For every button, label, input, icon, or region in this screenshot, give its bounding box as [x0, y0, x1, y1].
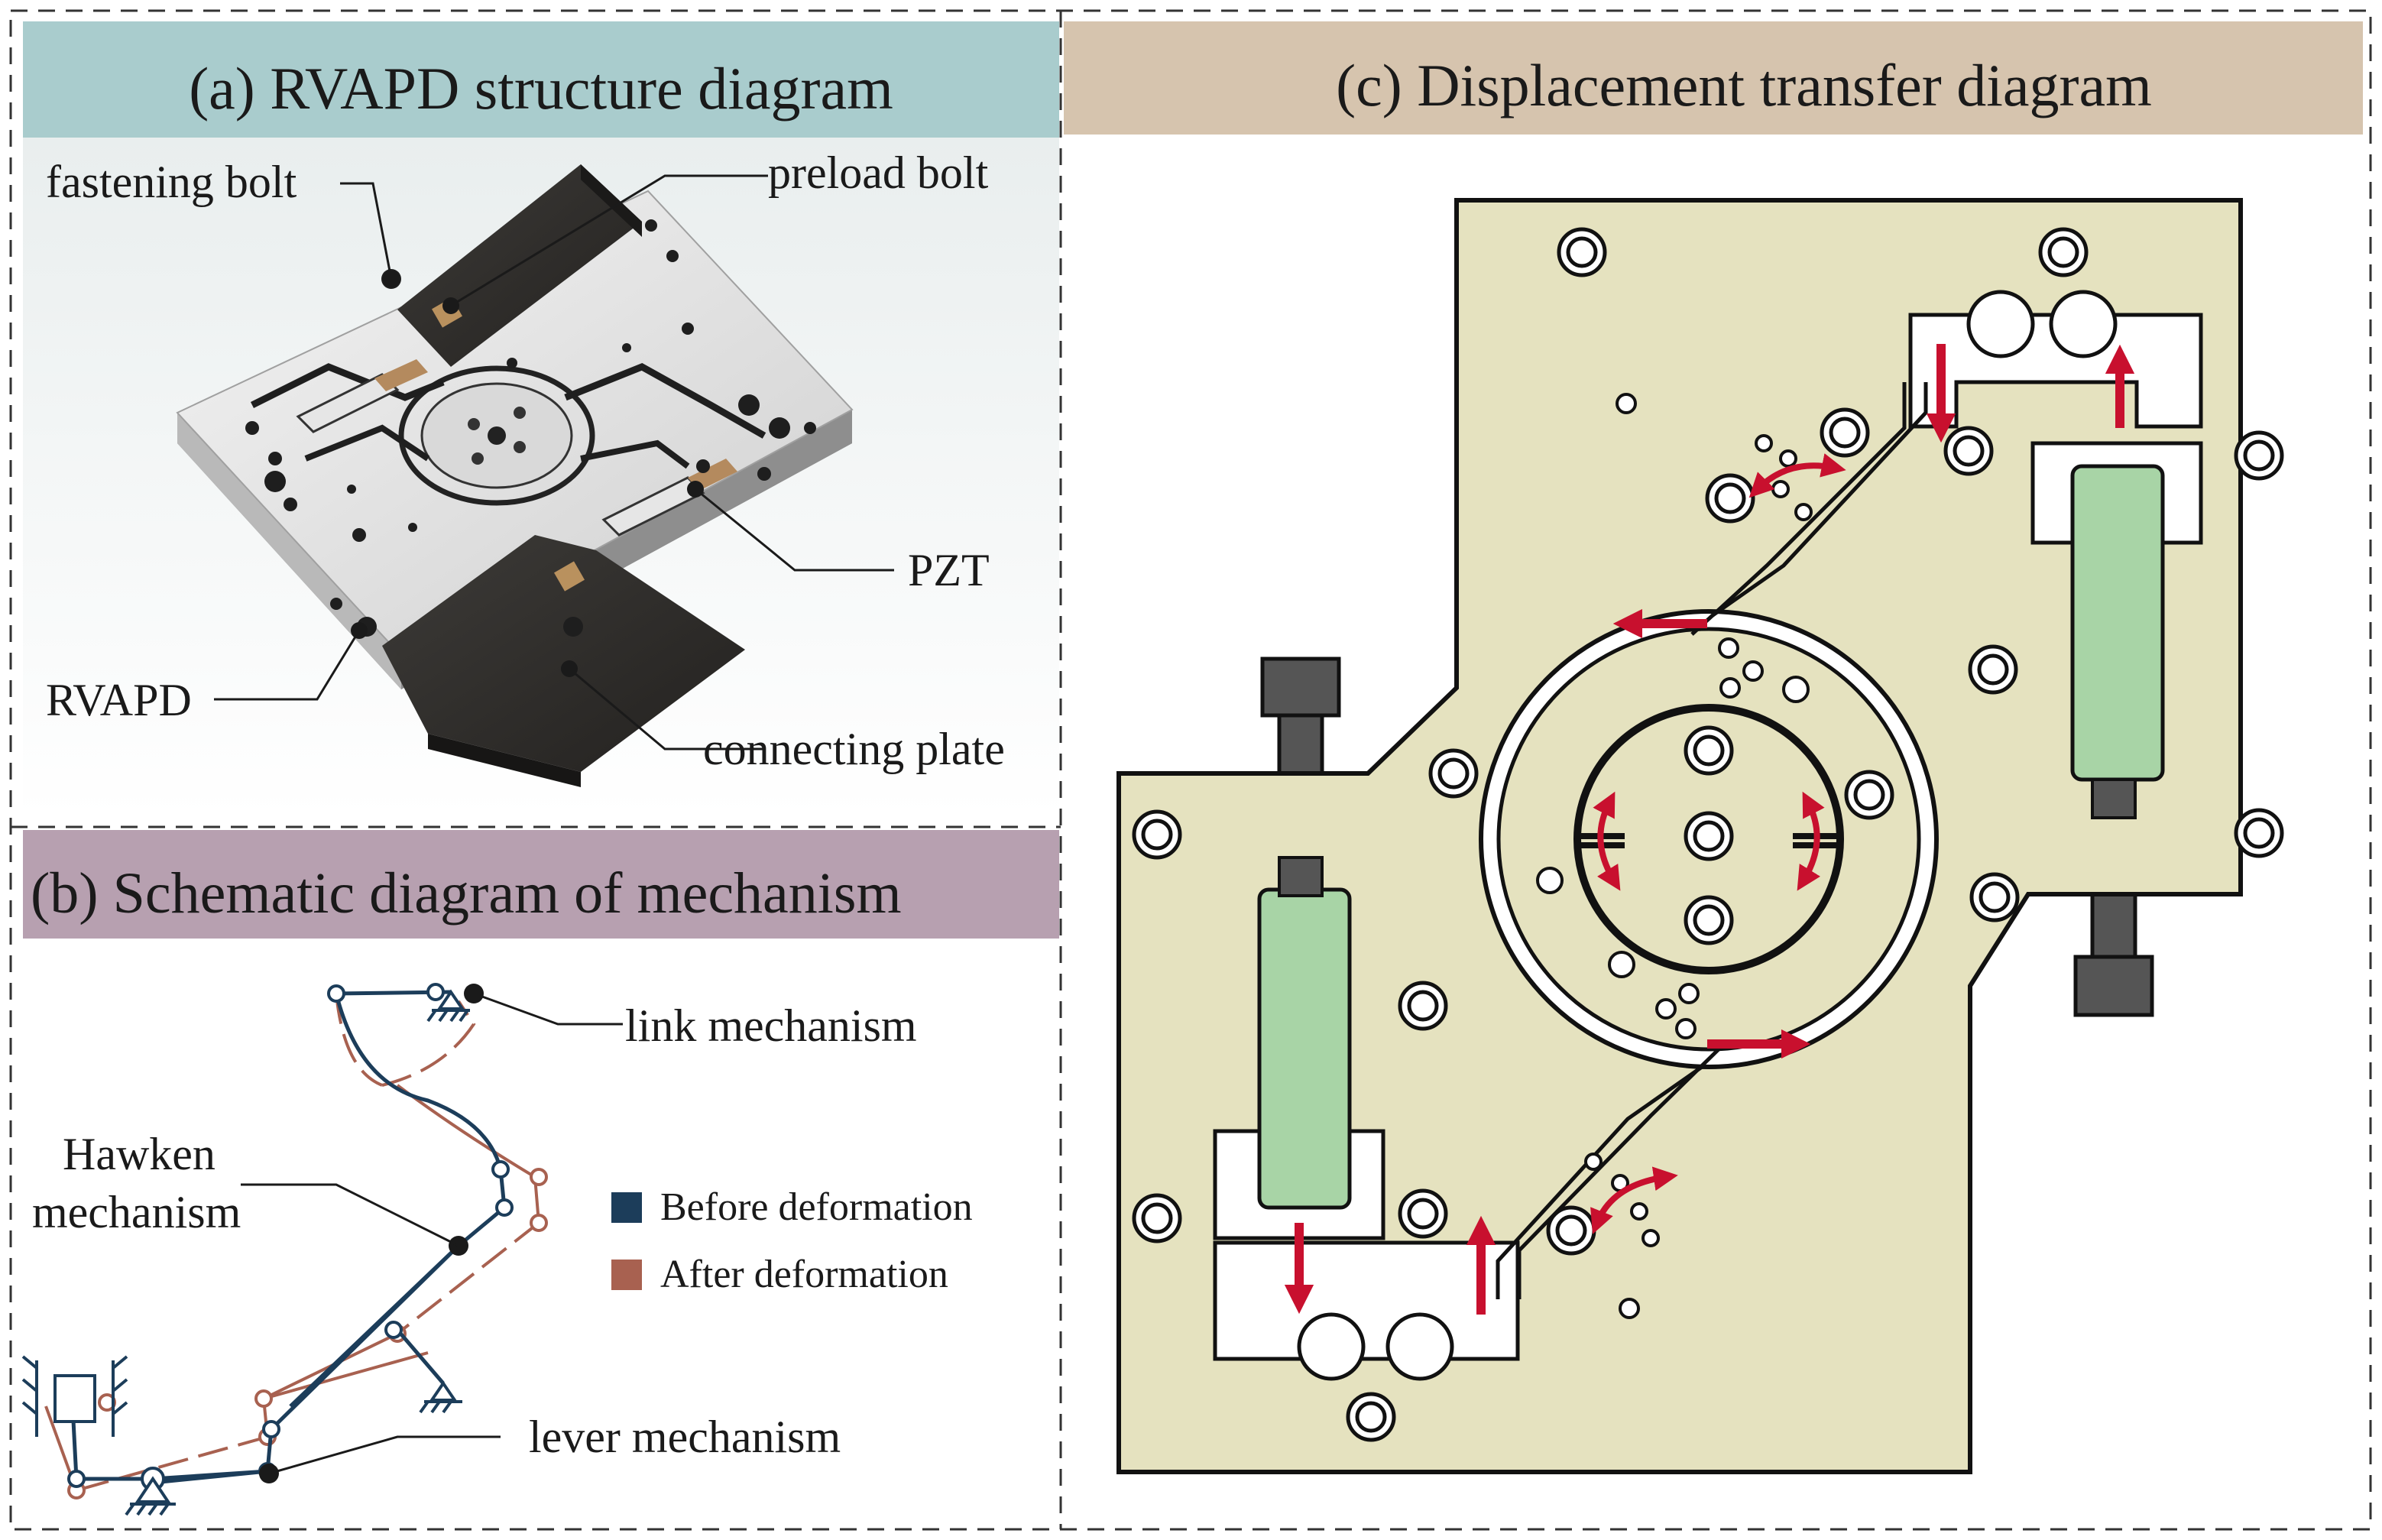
legend: Before deformation After deformation	[611, 1185, 973, 1296]
preload-bolt-left	[1260, 657, 1341, 779]
pzt-left	[1257, 887, 1352, 1210]
panel-b: (b) Schematic diagram of mechanism	[21, 830, 1059, 1516]
label-pzt: PZT	[908, 545, 990, 595]
preload-bolt-right	[2073, 892, 2154, 1017]
panel-c-header	[1064, 21, 2363, 135]
label-hawken-line2: mechanism	[32, 1187, 241, 1237]
legend-label-after: After deformation	[660, 1253, 948, 1296]
panel-b-header	[23, 830, 1059, 939]
panel-a: (a) RVAPD structure diagram	[23, 21, 1059, 818]
prismatic-guide	[21, 1355, 128, 1437]
panel-b-leaders	[241, 992, 623, 1475]
mechanism-schematic	[21, 983, 548, 1516]
ground-symbol-mid	[419, 1380, 462, 1414]
legend-swatch-before	[611, 1192, 642, 1223]
label-preload-bolt: preload bolt	[768, 148, 989, 198]
panel-frames	[9, 9, 2372, 1531]
ground-symbol-top	[426, 989, 470, 1023]
label-connecting-plate: connecting plate	[703, 724, 1005, 774]
label-link-mechanism: link mechanism	[625, 1000, 917, 1051]
mounting-holes	[1132, 227, 2284, 1442]
legend-swatch-after	[611, 1260, 642, 1290]
label-hawken-line1: Hawken	[63, 1129, 216, 1179]
pzt-right	[2070, 464, 2165, 782]
legend-label-before: Before deformation	[660, 1185, 973, 1229]
panel-a-header	[23, 21, 1059, 138]
rvapd-device-render	[176, 164, 854, 787]
panel-a-leader-dots	[351, 271, 704, 677]
displacement-arrows	[1284, 344, 2135, 1315]
label-fastening-bolt: fastening bolt	[46, 157, 297, 207]
flexure-plate-diagram	[1116, 198, 2284, 1474]
panel-a-leaders	[214, 174, 894, 751]
panel-c-title: (c) Displacement transfer diagram	[1336, 52, 2152, 118]
label-rvapd: RVAPD	[46, 675, 192, 725]
label-lever-mechanism: lever mechanism	[529, 1412, 841, 1462]
panel-b-title: (b) Schematic diagram of mechanism	[31, 861, 902, 926]
ground-symbol-bottom	[125, 1476, 176, 1516]
panel-a-title: (a) RVAPD structure diagram	[189, 55, 893, 122]
panel-c: (c) Displacement transfer diagram	[1064, 21, 2363, 1474]
